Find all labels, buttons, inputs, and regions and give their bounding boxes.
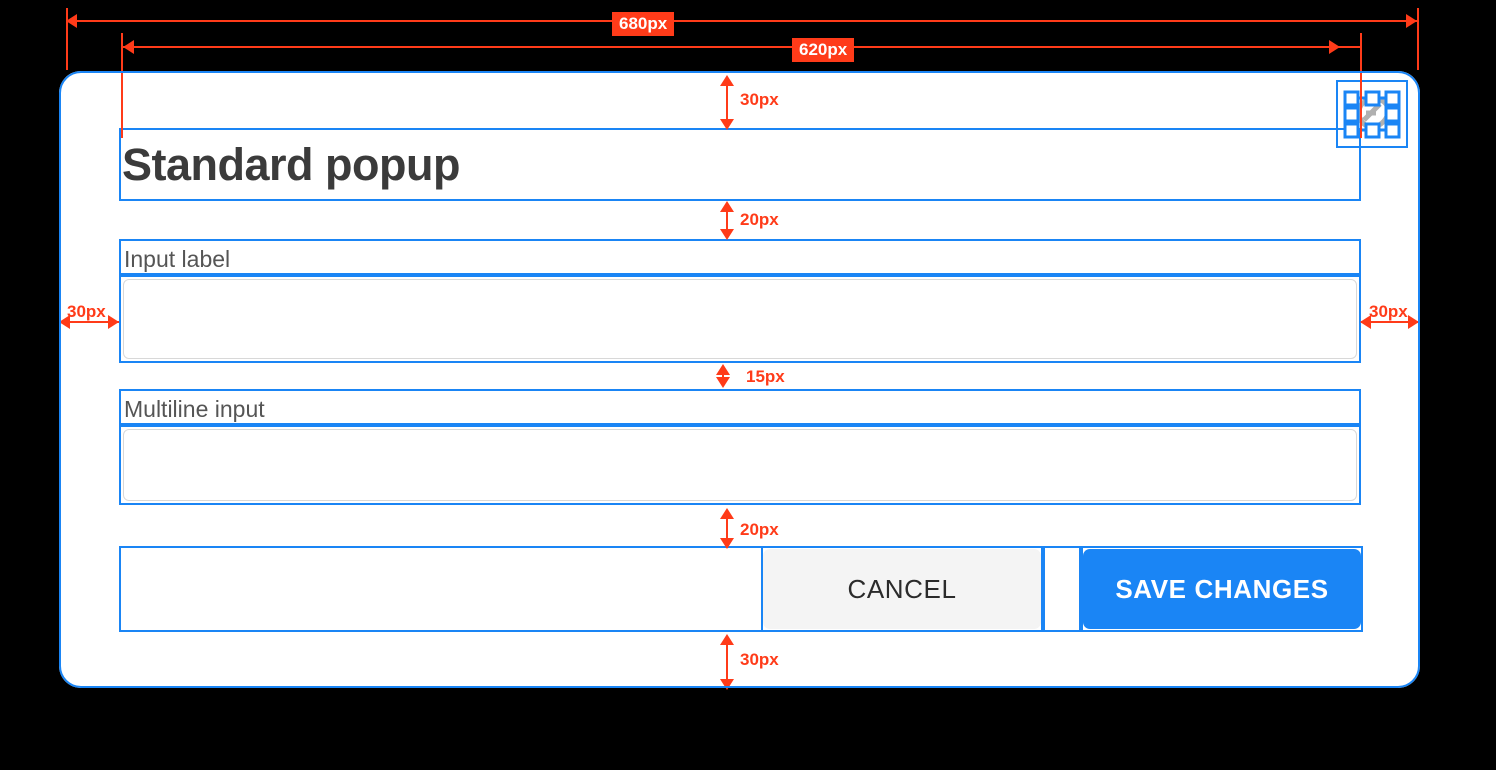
dim-line-gap-title <box>726 205 728 237</box>
multiline-textarea[interactable] <box>123 429 1357 501</box>
dim-arrow-680-right <box>1406 14 1417 28</box>
multiline-field-spec-box <box>119 425 1361 505</box>
dim-label-620: 620px <box>792 38 855 62</box>
dim-arrow-gap-footer-down <box>720 538 734 549</box>
dim-arrow-620-right <box>1329 40 1340 54</box>
dim-line-pad-right <box>1361 321 1419 323</box>
dim-arrow-680-left <box>66 14 77 28</box>
footer-spacer-spec-box <box>119 546 763 632</box>
dim-label-pad-left: 30px <box>67 302 106 321</box>
dim-line-620 <box>121 46 1360 48</box>
dim-arrow-gap-title-down <box>720 229 734 240</box>
dim-arrow-620-left <box>123 40 134 54</box>
input-label-spec-box <box>119 239 1361 275</box>
dim-arrow-pad-right-l <box>1360 315 1371 329</box>
selection-handles-icon[interactable] <box>1336 80 1408 148</box>
dim-arrow-gap-fields-up <box>716 364 730 375</box>
dim-arrow-pad-right-r <box>1408 315 1419 329</box>
dim-line-gap-footer <box>726 512 728 548</box>
page-title: Standard popup <box>122 139 460 190</box>
dim-label-gap-title: 20px <box>740 210 779 229</box>
dim-label-680: 680px <box>612 12 675 36</box>
dim-label-pad-right: 30px <box>1369 302 1408 321</box>
dim-label-gap-footer: 20px <box>740 520 779 539</box>
input-label: Input label <box>124 246 231 272</box>
dim-arrow-gap-fields-down <box>716 377 730 388</box>
multiline-label: Multiline input <box>124 396 265 422</box>
dim-arrow-pad-top-down <box>720 119 734 130</box>
button-gap-spec-box <box>1043 546 1081 632</box>
dim-label-pad-top: 30px <box>740 90 779 109</box>
save-changes-button[interactable]: SAVE CHANGES <box>1083 549 1361 629</box>
ext-line-inner-left <box>121 33 123 138</box>
save-button-spec-box <box>1081 546 1363 632</box>
ext-line-inner-right <box>1360 33 1362 138</box>
dim-line-pad-left <box>61 321 119 323</box>
dim-arrow-gap-title-up <box>720 201 734 212</box>
dim-arrow-pad-left-r <box>108 315 119 329</box>
dim-arrow-pad-top-up <box>720 75 734 86</box>
icon-spec-box <box>1336 80 1408 148</box>
dim-arrow-gap-footer-up <box>720 508 734 519</box>
dim-label-pad-bottom: 30px <box>740 650 779 669</box>
multiline-label-spec-box <box>119 389 1361 425</box>
dim-label-gap-fields: 15px <box>746 367 785 386</box>
title-spec-box <box>119 128 1361 201</box>
dim-arrow-pad-bottom-up <box>720 634 734 645</box>
text-input[interactable] <box>123 279 1357 359</box>
dim-line-pad-bottom <box>726 638 728 686</box>
dim-line-gap-fields <box>722 366 724 386</box>
dim-arrow-pad-bottom-down <box>720 679 734 690</box>
close-icon-region[interactable] <box>1336 80 1408 148</box>
ext-line-outer-right <box>1417 8 1419 70</box>
dim-line-680 <box>66 20 1417 22</box>
dim-line-pad-top <box>726 79 728 127</box>
cancel-button[interactable]: CANCEL <box>763 549 1041 629</box>
dim-arrow-pad-left-l <box>59 315 70 329</box>
ext-line-outer-left <box>66 8 68 70</box>
cancel-button-spec-box <box>761 546 1043 632</box>
